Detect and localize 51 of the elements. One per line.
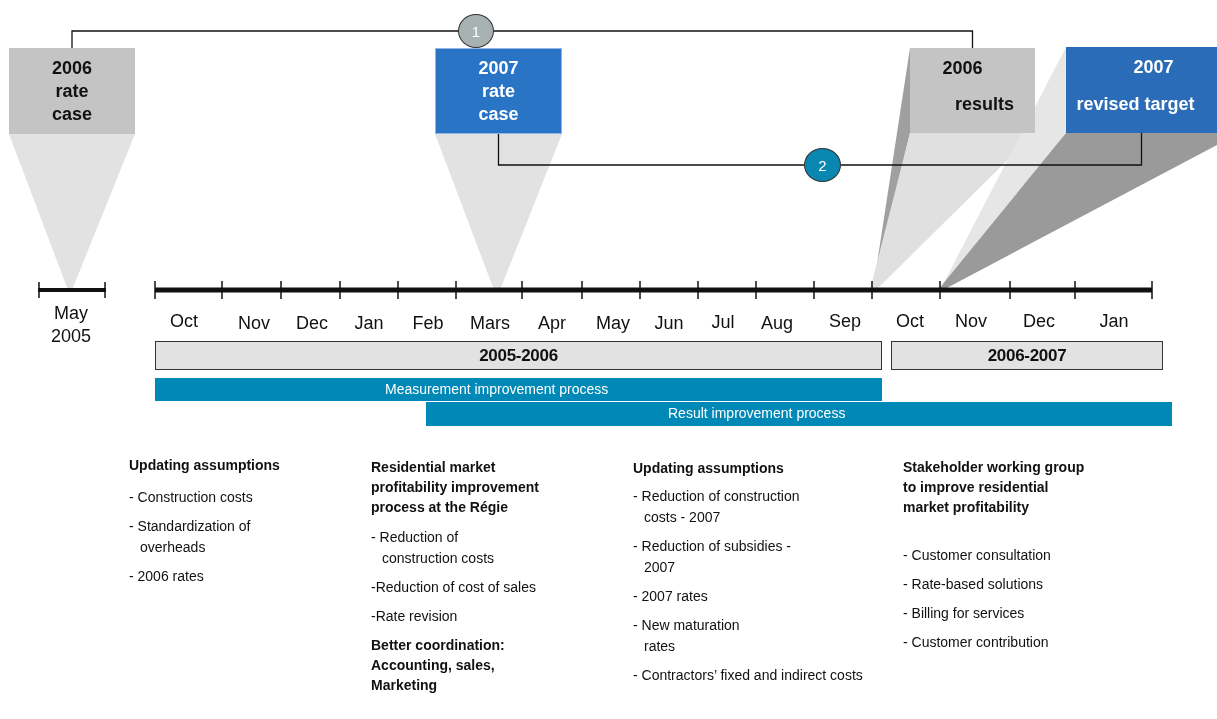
connector-line: [493, 30, 974, 49]
month-label: Jun: [654, 312, 684, 334]
bullet-item: -Rate revision: [371, 607, 459, 626]
section-heading: Updating assumptions: [633, 459, 785, 478]
bullet-item: - Reduction of construction costs - 2007: [633, 487, 801, 527]
month-label: Nov: [955, 310, 987, 332]
bullet-item: - Reduction of construction costs: [371, 528, 496, 568]
bullet-item: - Standardization of overheads: [129, 517, 252, 557]
bullet-item: - Reduction of subsidies - 2007: [633, 537, 792, 577]
bullet-item: - 2006 rates: [129, 567, 205, 586]
section-heading: Residential market profitability improvement process at the Régie: [371, 458, 541, 517]
milestone-box: 2007 rate case: [435, 48, 562, 134]
date-label: May 2005: [49, 302, 92, 348]
section-heading: Stakeholder working group to improve residential market profitability: [903, 458, 1086, 517]
month-label: Jul: [711, 311, 735, 333]
month-label: Aug: [761, 312, 793, 334]
milestone-box: 2006 results: [910, 48, 1035, 133]
month-label: Dec: [296, 312, 328, 334]
month-label: Mars: [470, 312, 510, 334]
connector-line: [71, 30, 459, 49]
month-label: Apr: [538, 312, 566, 334]
fiscal-year-band: 2006-2007: [891, 341, 1163, 370]
month-label: Oct: [170, 310, 198, 332]
process-bar: Measurement improvement process: [155, 378, 882, 401]
month-label: Sep: [829, 310, 861, 332]
bullet-item: - Customer contribution: [903, 633, 1050, 652]
fiscal-year-band: 2005-2006: [155, 341, 882, 370]
milestone-box: 2006 rate case: [9, 48, 135, 134]
month-label: Dec: [1023, 310, 1055, 332]
month-label: Jan: [354, 312, 384, 334]
bullet-item: - 2007 rates: [633, 587, 709, 606]
connector-line: [497, 133, 805, 166]
section-heading: Better coordination: Accounting, sales, Marketing: [371, 636, 506, 695]
section-heading: Updating assumptions: [129, 456, 281, 475]
bullet-item: - Customer consultation: [903, 546, 1052, 565]
step-number-circle: 1: [458, 14, 494, 48]
month-label: Jan: [1099, 310, 1129, 332]
bullet-item: - Billing for services: [903, 604, 1026, 623]
process-bar: Result improvement process: [426, 402, 1172, 426]
connector-line: [840, 132, 1143, 166]
bullet-item: -Reduction of cost of sales: [371, 578, 537, 597]
bullet-item: - New maturation rates: [633, 616, 741, 656]
month-label: May: [596, 312, 630, 334]
bullet-item: - Contractors’ fixed and indirect costs: [633, 666, 864, 685]
step-number-circle: 2: [804, 148, 841, 182]
month-label: Nov: [238, 312, 270, 334]
month-label: Feb: [412, 312, 444, 334]
milestone-box: 2007 revised target: [1066, 47, 1217, 133]
month-label: Oct: [896, 310, 924, 332]
bullet-item: - Construction costs: [129, 488, 254, 507]
bullet-item: - Rate-based solutions: [903, 575, 1045, 594]
